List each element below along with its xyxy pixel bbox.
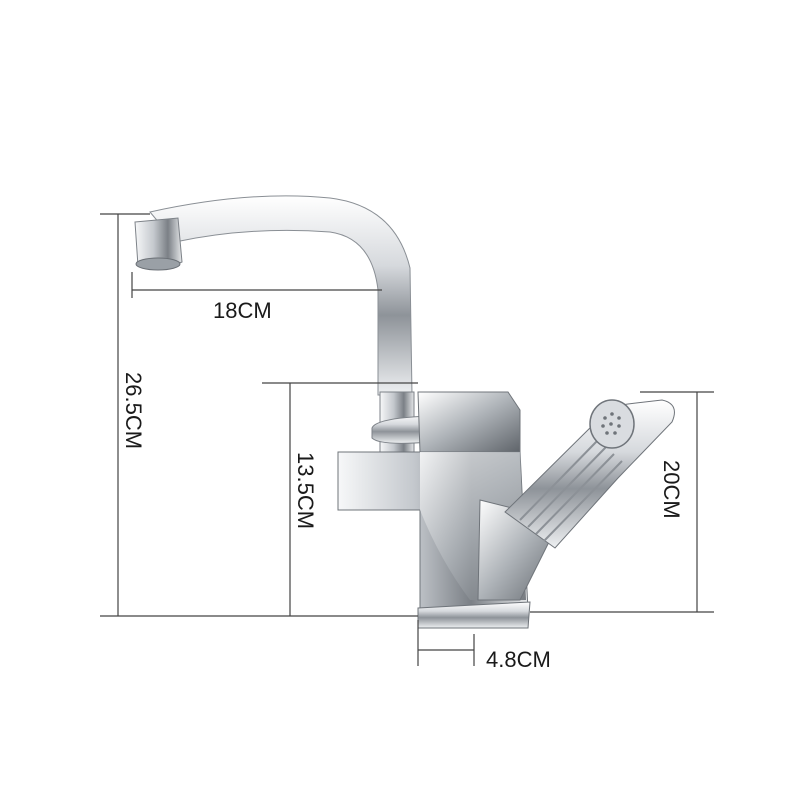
spray-head-grip: [519, 439, 623, 542]
label-spout-reach: 18CM: [213, 298, 272, 323]
label-body-height: 13.5CM: [293, 452, 318, 529]
label-total-height: 26.5CM: [121, 372, 146, 449]
faucet-cartridge: [417, 391, 521, 453]
faucet-spout: [149, 195, 413, 396]
dimension-lines: [100, 213, 714, 666]
label-spray-height: 20CM: [659, 460, 684, 519]
faucet-illustration: [134, 195, 675, 629]
label-base-width: 4.8CM: [486, 647, 551, 672]
spray-nozzle-holes: [601, 412, 621, 435]
